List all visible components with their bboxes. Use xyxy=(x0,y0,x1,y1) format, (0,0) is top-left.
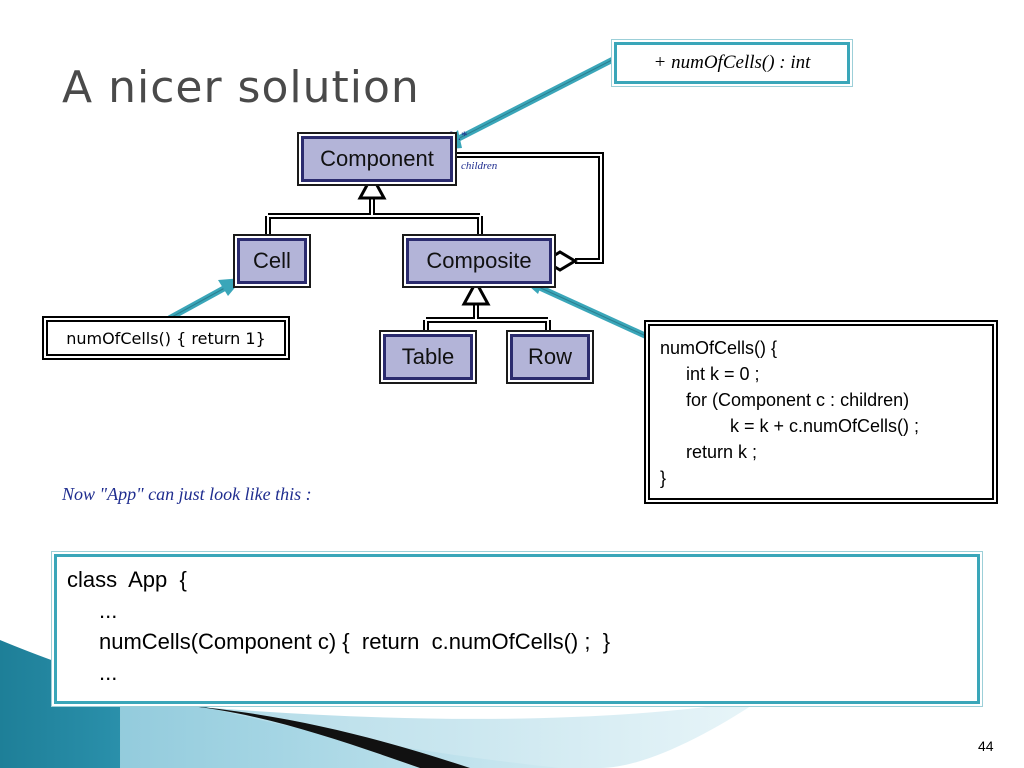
swoosh-light xyxy=(120,700,760,768)
code-line: ... xyxy=(99,598,118,623)
class-component[interactable]: Component xyxy=(301,136,453,182)
note-line: numOfCells() { xyxy=(660,338,778,358)
app-code-box: class App { ... numCells(Component c) { … xyxy=(54,554,980,704)
operation-signature: + numOfCells() : int xyxy=(653,52,811,73)
operation-note: + numOfCells() : int xyxy=(614,42,850,84)
caption-text: Now "App" can just look like this : xyxy=(62,484,312,504)
role-label: children xyxy=(461,160,498,172)
swoosh-dark xyxy=(180,705,470,768)
code-line: ... xyxy=(99,660,118,685)
code-line: class App { xyxy=(67,567,187,592)
aggregation-diamond-icon xyxy=(542,250,578,272)
slide-title: A nicer solution xyxy=(62,62,420,113)
note-line: return k ; xyxy=(686,442,758,462)
class-name: Composite xyxy=(426,248,532,273)
note-line: k = k + c.numOfCells() ; xyxy=(730,416,920,436)
class-composite[interactable]: Composite xyxy=(406,238,552,284)
inheritance-triangle-icon xyxy=(461,278,491,306)
class-name: Cell xyxy=(253,248,291,273)
class-row[interactable]: Row xyxy=(510,334,590,380)
arrowhead-icon xyxy=(218,278,243,296)
note-line: for (Component c : children) xyxy=(686,390,910,410)
class-name: Row xyxy=(527,344,572,369)
class-name: Table xyxy=(401,344,455,369)
cell-note: numOfCells() { return 1} xyxy=(46,320,286,356)
composite-note: numOfCells() { int k = 0 ; for (Componen… xyxy=(648,324,994,500)
note-line: } xyxy=(660,468,667,488)
page-number: 44 xyxy=(978,738,994,754)
cell-note-text: numOfCells() { return 1} xyxy=(66,328,266,348)
class-name: Component xyxy=(320,146,434,171)
inheritance-triangle-icon xyxy=(357,172,387,200)
class-cell[interactable]: Cell xyxy=(237,238,307,284)
note-line: int k = 0 ; xyxy=(686,364,760,384)
class-table[interactable]: Table xyxy=(383,334,473,380)
code-line: numCells(Component c) { return c.numOfCe… xyxy=(99,629,611,654)
